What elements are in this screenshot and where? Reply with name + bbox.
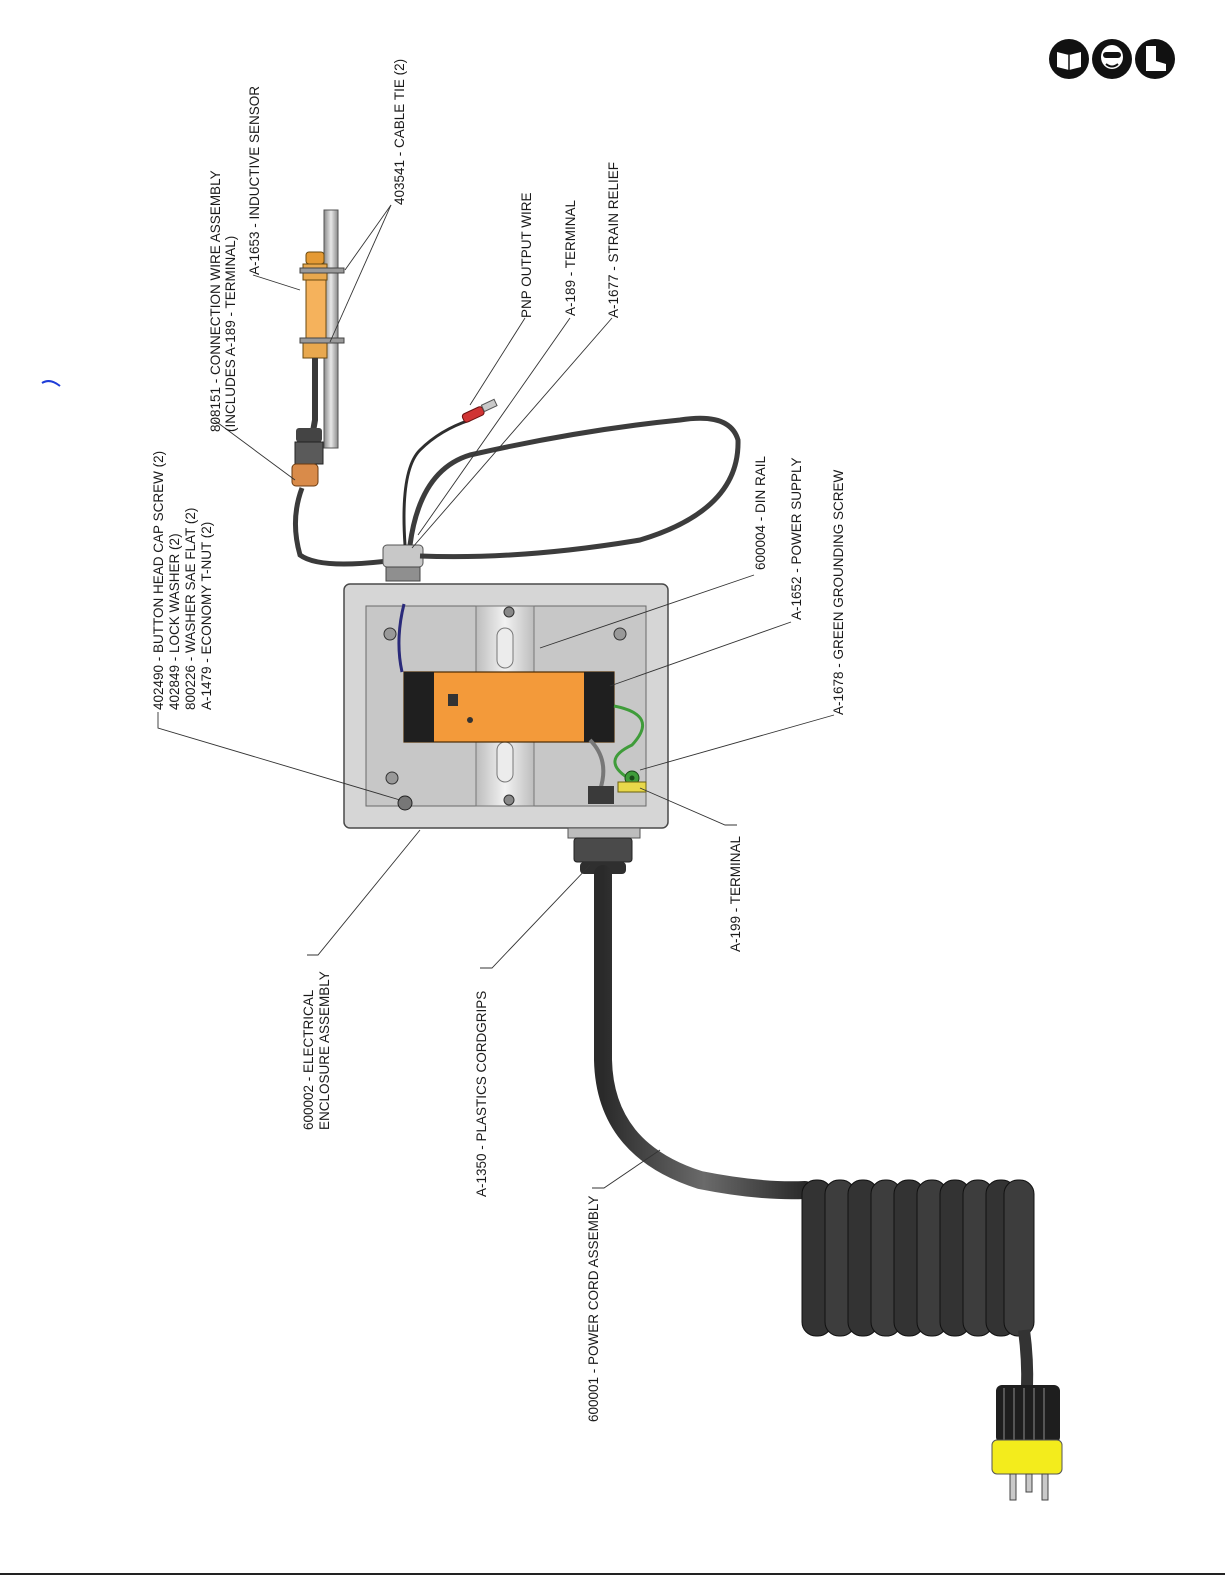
plastics-cordgrip xyxy=(567,827,641,874)
leader-lines xyxy=(157,204,835,1189)
label-terminal-a199: A-199 - TERMINAL xyxy=(728,835,743,952)
read-manual-icon xyxy=(1049,39,1089,79)
label-button-head-cap-screw: 402490 - BUTTON HEAD CAP SCREW (2) xyxy=(151,451,166,710)
label-washer-sae-flat: 800226 - WASHER SAE FLAT (2) xyxy=(183,508,198,710)
power-cord-tail xyxy=(1018,1329,1034,1389)
button-head-cap-screw xyxy=(383,606,627,811)
power-plug xyxy=(991,1385,1063,1501)
connection-wire-connector xyxy=(291,428,324,487)
label-connection-wire: 808151 - CONNECTION WIRE ASSEMBLY xyxy=(208,170,223,432)
pnp-output-wire xyxy=(402,418,471,546)
power-cord xyxy=(594,865,814,1200)
label-electrical-enclosure-2: ENCLOSURE ASSEMBLY xyxy=(317,971,332,1130)
label-pnp-output-wire: PNP OUTPUT WIRE xyxy=(519,192,534,318)
label-plastics-cordgrips: A-1350 - PLASTICS CORDGRIPS xyxy=(474,991,489,1197)
label-economy-t-nut: A-1479 - ECONOMY T-NUT (2) xyxy=(199,522,214,710)
power-supply xyxy=(403,671,615,743)
terminal-a199 xyxy=(617,781,647,793)
label-strain-relief: A-1677 - STRAIN RELIEF xyxy=(606,162,621,318)
safety-boots-icon xyxy=(1135,39,1175,79)
label-inductive-sensor: A-1653 - INDUCTIVE SENSOR xyxy=(247,86,262,275)
label-green-grounding-screw: A-1678 - GREEN GROUNDING SCREW xyxy=(831,469,846,715)
label-din-rail: 600004 - DIN RAIL xyxy=(753,455,768,570)
power-cord-coil xyxy=(801,1179,1035,1337)
safety-icons xyxy=(1049,39,1175,79)
label-electrical-enclosure: 600002 - ELECTRICAL xyxy=(301,989,316,1130)
strain-relief xyxy=(382,544,424,582)
internal-wire-blue xyxy=(397,603,406,673)
connection-wire xyxy=(292,487,396,567)
label-terminal-a189: A-189 - TERMINAL xyxy=(563,199,578,316)
label-power-supply: A-1652 - POWER SUPPLY xyxy=(789,457,804,620)
label-power-cord-assembly: 600001 - POWER CORD ASSEMBLY xyxy=(586,1196,601,1422)
label-cable-tie: 403541 - CABLE TIE (2) xyxy=(392,59,407,205)
output-cable-loop xyxy=(407,415,741,560)
label-lock-washer: 402849 - LOCK WASHER (2) xyxy=(167,533,182,710)
face-shield-icon xyxy=(1092,39,1132,79)
cable-tie xyxy=(299,267,345,344)
power-wires xyxy=(588,738,606,791)
labels: A-1653 - INDUCTIVE SENSOR 403541 - CABLE… xyxy=(151,59,846,1422)
terminal-a189 xyxy=(461,398,498,423)
label-connection-wire-note: (INCLUDES A-189 - TERMINAL) xyxy=(223,236,238,432)
footer-rule xyxy=(0,1573,1225,1575)
blue-bracket-mark xyxy=(41,380,61,387)
ground-wire-green xyxy=(613,704,644,780)
cordgrip-inside xyxy=(588,786,614,804)
